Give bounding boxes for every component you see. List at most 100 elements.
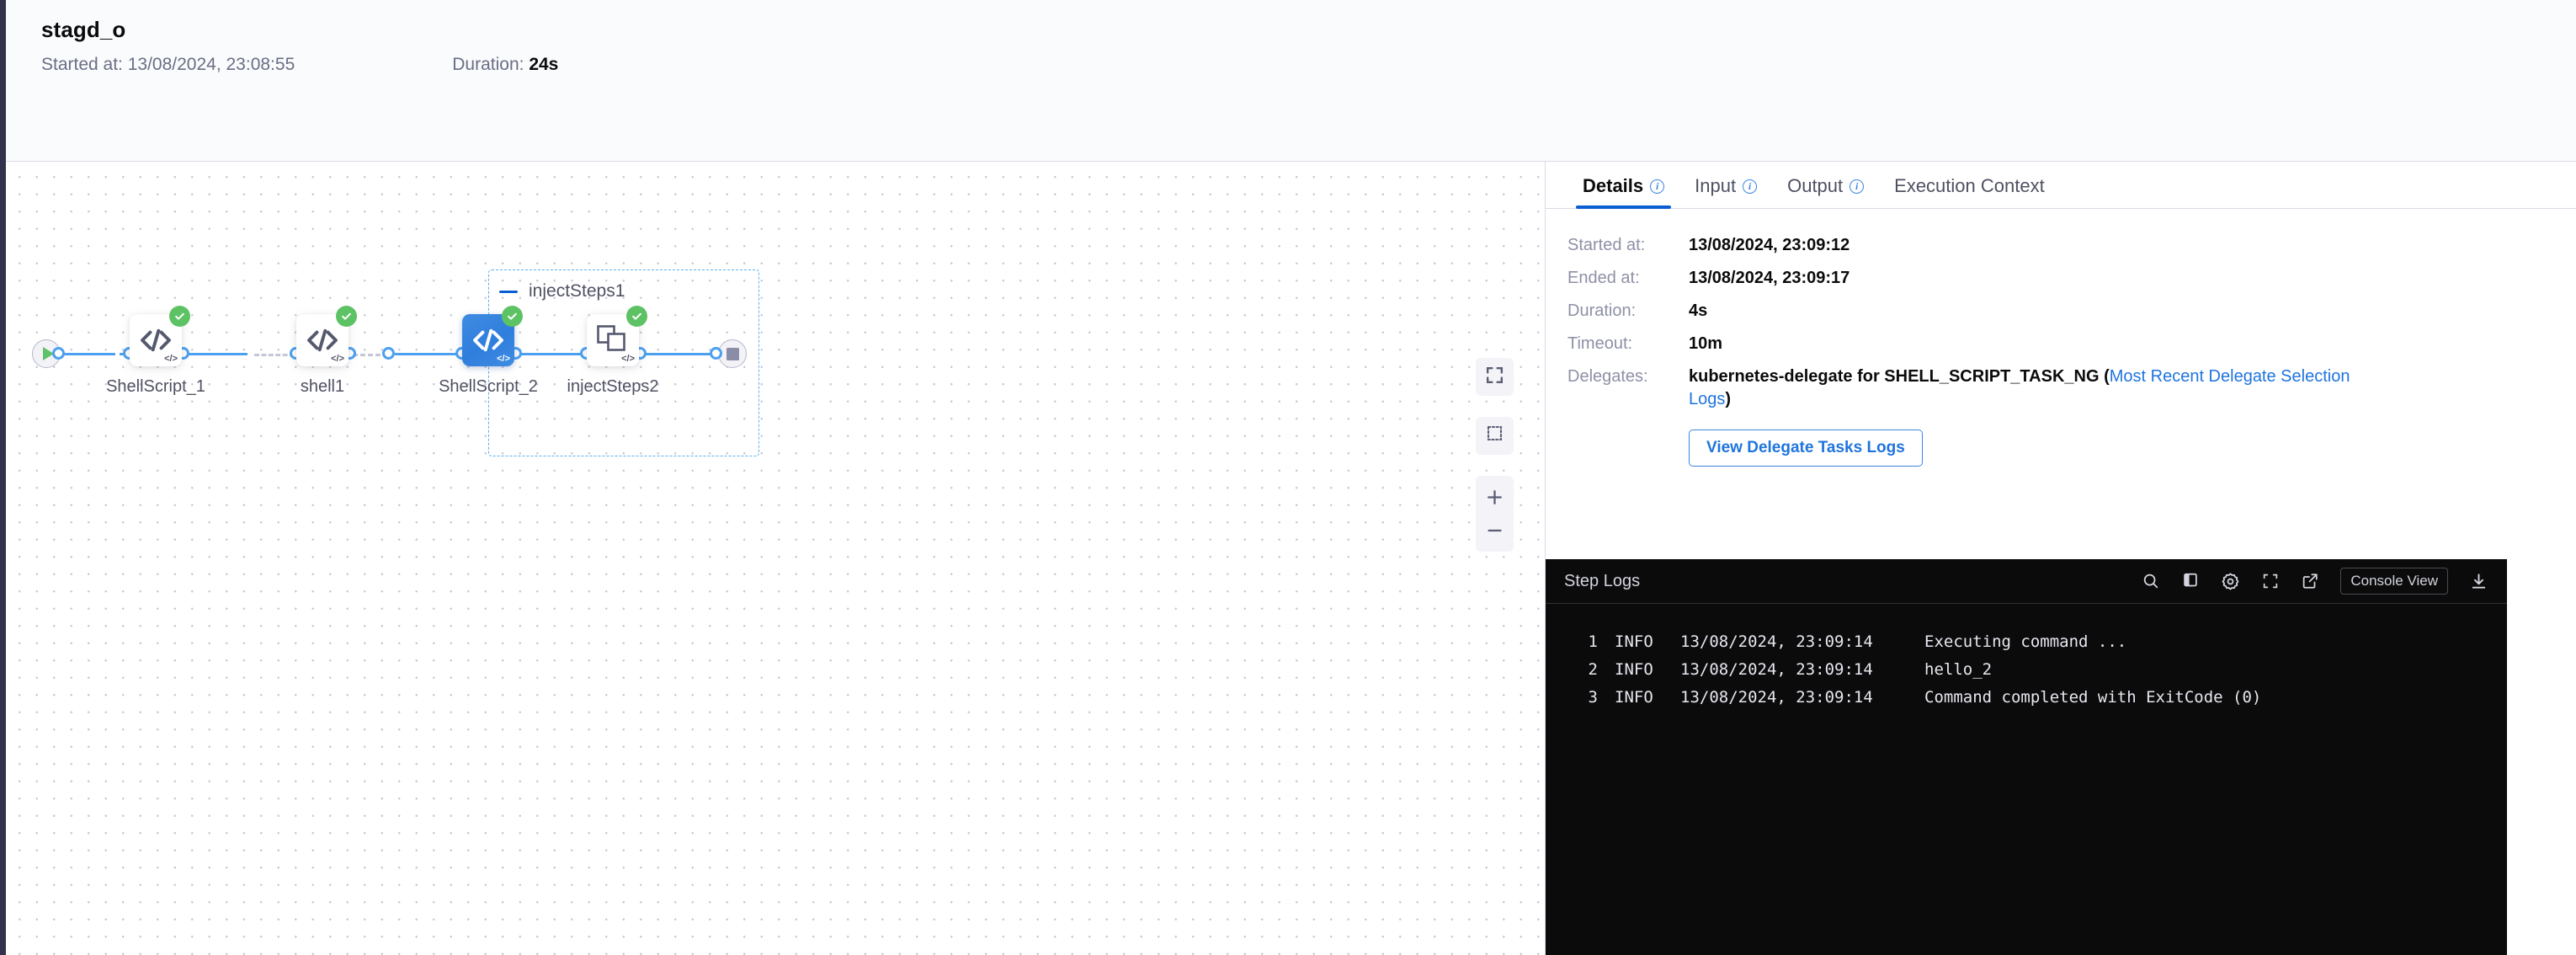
- detail-label: Started at:: [1567, 236, 1646, 254]
- tab-input[interactable]: Input i: [1679, 175, 1772, 208]
- expand-icon[interactable]: [2261, 572, 2280, 590]
- code-brackets-icon: [462, 314, 514, 366]
- search-icon[interactable]: [2142, 572, 2160, 590]
- node-shell1[interactable]: </>: [296, 306, 357, 366]
- log-line-number: 2: [1588, 659, 1598, 679]
- log-line-number: 3: [1588, 687, 1598, 707]
- log-line-level: INFO: [1615, 632, 1653, 651]
- view-delegate-tasks-logs-button[interactable]: View Delegate Tasks Logs: [1689, 429, 1923, 467]
- edge-group-out-dashed: [353, 354, 388, 356]
- code-mini-icon: </>: [331, 354, 344, 364]
- code-mini-icon: </>: [621, 354, 635, 364]
- duration-value: 24s: [529, 55, 559, 74]
- detail-label: Ended at:: [1567, 269, 1640, 287]
- header-meta: Started at: 13/08/2024, 23:08:55 Duratio…: [41, 55, 558, 75]
- detail-label: Duration:: [1567, 301, 1637, 320]
- log-line-number: 1: [1588, 632, 1598, 651]
- selection-box-button[interactable]: [1476, 417, 1514, 455]
- stop-icon: [726, 347, 739, 360]
- step-group-label: injectSteps1: [529, 281, 625, 301]
- zoom-out-button[interactable]: [1476, 515, 1514, 547]
- detail-value: kubernetes-delegate for SHELL_SCRIPT_TAS…: [1689, 365, 2362, 411]
- tab-output-label: Output: [1787, 175, 1844, 196]
- gear-icon[interactable]: [2221, 572, 2240, 591]
- log-line-timestamp: 13/08/2024, 23:09:14: [1680, 687, 1873, 707]
- success-check-icon: [626, 306, 647, 327]
- node-shellscript1[interactable]: </>: [130, 306, 190, 366]
- dashed-square-icon: [1485, 424, 1505, 448]
- detail-started-at: Started at: 13/08/2024, 23:09:12: [1567, 234, 2576, 257]
- node-shellscript2[interactable]: </>: [462, 306, 523, 366]
- zoom-controls[interactable]: [1476, 476, 1514, 552]
- step-group-header[interactable]: injectSteps1: [499, 281, 625, 301]
- zoom-in-button[interactable]: [1476, 482, 1514, 514]
- code-mini-icon: </>: [164, 354, 178, 364]
- started-at-text: Started at: 13/08/2024, 23:08:55: [41, 55, 295, 75]
- node-injectsteps2[interactable]: </>: [587, 306, 647, 366]
- detail-delegates: Delegates: kubernetes-delegate for SHELL…: [1567, 365, 2576, 411]
- started-at-value: 13/08/2024, 23:08:55: [127, 55, 295, 74]
- detail-value: 4s: [1689, 301, 1708, 320]
- info-icon[interactable]: i: [1850, 179, 1865, 194]
- download-icon[interactable]: [2469, 572, 2488, 591]
- log-line: 1 INFO 13/08/2024, 23:09:14 Executing co…: [1546, 627, 2507, 655]
- minus-icon[interactable]: [499, 290, 518, 293]
- fit-to-screen-button[interactable]: [1476, 358, 1514, 396]
- node-label-shellscript1: ShellScript_1: [106, 377, 205, 396]
- delegates-prefix: kubernetes-delegate for SHELL_SCRIPT_TAS…: [1689, 367, 2110, 386]
- step-logs-title: Step Logs: [1564, 571, 1641, 590]
- detail-duration: Duration: 4s: [1567, 300, 2576, 323]
- code-mini-icon: </>: [497, 354, 510, 364]
- success-check-icon: [502, 306, 523, 327]
- tab-details-label: Details: [1583, 175, 1644, 196]
- started-at-label: Started at:: [41, 55, 123, 74]
- log-line-timestamp: 13/08/2024, 23:09:14: [1680, 659, 1873, 679]
- external-link-icon[interactable]: [2301, 572, 2319, 590]
- tab-output[interactable]: Output i: [1772, 175, 1879, 208]
- step-details-panel: Details i Input i Output i Execution Con…: [1546, 162, 2576, 955]
- code-brackets-icon: [296, 314, 349, 366]
- detail-value: 10m: [1689, 334, 1723, 353]
- log-line-level: INFO: [1615, 687, 1653, 707]
- tab-execution-context-label: Execution Context: [1894, 175, 2045, 196]
- success-check-icon: [336, 306, 357, 327]
- port-group-out[interactable]: [382, 347, 395, 360]
- edge-injectsteps2-to-end: [637, 353, 715, 355]
- stacked-squares-icon: [587, 314, 639, 366]
- play-icon: [42, 347, 54, 360]
- log-line-timestamp: 13/08/2024, 23:09:14: [1680, 632, 1873, 651]
- log-line-message: Executing command ...: [1924, 632, 2127, 651]
- copy-icon[interactable]: [2181, 572, 2200, 590]
- pipeline-canvas[interactable]: injectSteps1: [6, 162, 1546, 955]
- tab-input-label: Input: [1695, 175, 1737, 196]
- edge-start-to-shellscript1: [58, 353, 115, 355]
- fit-screen-icon: [1484, 365, 1505, 390]
- step-logs-panel: Step Logs: [1546, 559, 2507, 955]
- log-line-message: hello_2: [1924, 659, 1993, 679]
- step-logs-actions: Console View: [2142, 568, 2488, 595]
- left-nav-rail: [0, 0, 6, 955]
- port-start-out[interactable]: [52, 347, 65, 360]
- step-logs-header: Step Logs: [1546, 559, 2507, 604]
- edge-group-to-shellscript2: [395, 353, 460, 355]
- console-view-button[interactable]: Console View: [2340, 568, 2448, 595]
- node-label-shell1: shell1: [300, 377, 345, 396]
- tab-details[interactable]: Details i: [1567, 175, 1679, 209]
- info-icon[interactable]: i: [1650, 179, 1665, 194]
- info-icon[interactable]: i: [1743, 179, 1758, 194]
- log-line-level: INFO: [1615, 659, 1653, 679]
- delegates-suffix: ): [1725, 390, 1732, 408]
- edge-group-in-dashed: [254, 354, 295, 356]
- port-end-in[interactable]: [710, 347, 722, 360]
- node-label-injectsteps2: injectSteps2: [567, 377, 659, 396]
- log-line: 3 INFO 13/08/2024, 23:09:14 Command comp…: [1546, 683, 2507, 711]
- detail-label: Delegates:: [1567, 367, 1648, 386]
- edge-shellscript1-out: [187, 353, 247, 355]
- delegate-selection-logs-link[interactable]: Most Recent Delegate Selection Logs: [1689, 367, 2350, 408]
- pipeline-end-node[interactable]: [718, 339, 747, 368]
- execution-header: stagd_o Started at: 13/08/2024, 23:08:55…: [6, 0, 2576, 162]
- detail-timeout: Timeout: 10m: [1567, 333, 2576, 355]
- log-output[interactable]: 1 INFO 13/08/2024, 23:09:14 Executing co…: [1546, 604, 2507, 955]
- tab-execution-context[interactable]: Execution Context: [1879, 175, 2060, 208]
- log-line-message: Command completed with ExitCode (0): [1924, 687, 2262, 707]
